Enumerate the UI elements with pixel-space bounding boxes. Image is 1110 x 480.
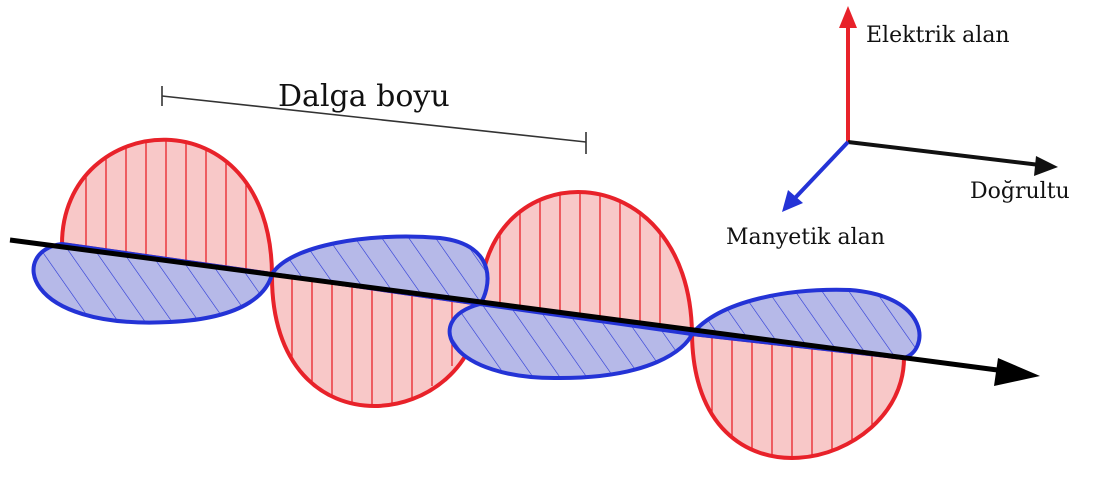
propagation-axis [9,237,1040,386]
magnetic-axis [793,140,850,200]
axis-arrowhead-icon [994,358,1040,386]
direction-arrow-icon [1034,156,1058,176]
electric-field-label: Elektrik alan [866,23,1010,48]
electric-lobe-3 [477,190,695,337]
direction-axis [847,140,1041,167]
direction-label: Doğrultu [970,179,1070,204]
magnetic-arrow-icon [782,190,803,212]
electric-lobe-1 [59,137,275,277]
wavelength-bracket [161,86,587,154]
magnetic-field-label: Manyetik alan [726,225,885,250]
wavelength-label: Dalga boyu [278,79,450,114]
electric-field-lobes [59,137,907,460]
field-axes [782,6,1058,212]
electric-lobe-4 [689,331,907,460]
electric-arrow-icon [839,6,857,28]
